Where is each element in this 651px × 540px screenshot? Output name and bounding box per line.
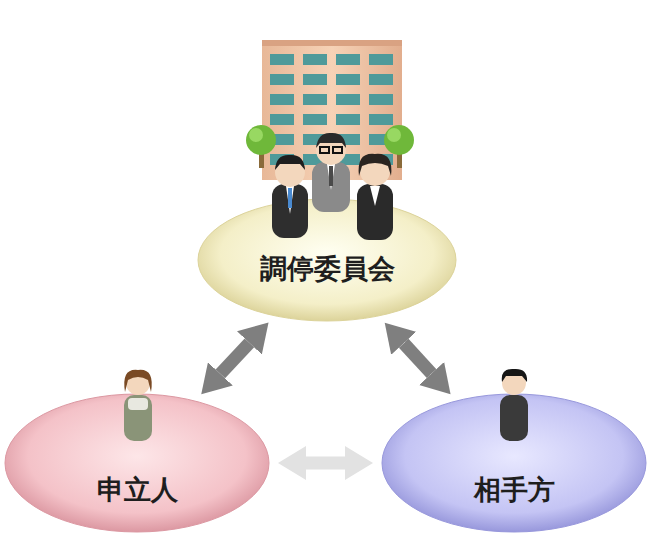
window bbox=[336, 94, 360, 105]
mediator-figure bbox=[357, 154, 393, 240]
window bbox=[270, 114, 294, 125]
window bbox=[336, 54, 360, 65]
window bbox=[336, 114, 360, 125]
exchange-arrow bbox=[220, 343, 249, 374]
window bbox=[303, 94, 327, 105]
exchange-arrow bbox=[306, 457, 345, 470]
window bbox=[270, 154, 294, 165]
tree bbox=[384, 125, 414, 168]
window bbox=[369, 114, 393, 125]
window bbox=[303, 74, 327, 85]
mediator-figure bbox=[312, 133, 350, 212]
window bbox=[303, 134, 327, 145]
window bbox=[270, 54, 294, 65]
window bbox=[369, 74, 393, 85]
applicant-figure bbox=[124, 370, 152, 441]
window bbox=[270, 94, 294, 105]
window bbox=[336, 134, 360, 145]
window bbox=[303, 54, 327, 65]
party-label: 申立人 bbox=[97, 474, 178, 506]
exchange-arrow bbox=[404, 343, 432, 373]
window bbox=[369, 94, 393, 105]
party-label: 相手方 bbox=[474, 474, 555, 506]
party-ellipse: 調停委員会 bbox=[197, 198, 457, 322]
building-wall bbox=[262, 40, 402, 180]
window bbox=[336, 74, 360, 85]
window bbox=[270, 74, 294, 85]
window bbox=[369, 54, 393, 65]
party-ellipse: 申立人 bbox=[4, 393, 270, 533]
building-roof bbox=[262, 40, 402, 46]
window bbox=[303, 154, 327, 165]
window bbox=[336, 154, 360, 165]
party-label: 調停委員会 bbox=[260, 253, 395, 285]
mediator-figure bbox=[272, 155, 308, 238]
ellipse-outline bbox=[381, 393, 647, 533]
tree bbox=[246, 125, 276, 168]
ellipse-outline bbox=[4, 393, 270, 533]
window bbox=[369, 154, 393, 165]
window bbox=[303, 114, 327, 125]
respondent-figure bbox=[500, 369, 528, 441]
building-windows bbox=[270, 54, 393, 165]
party-ellipse: 相手方 bbox=[381, 393, 647, 533]
